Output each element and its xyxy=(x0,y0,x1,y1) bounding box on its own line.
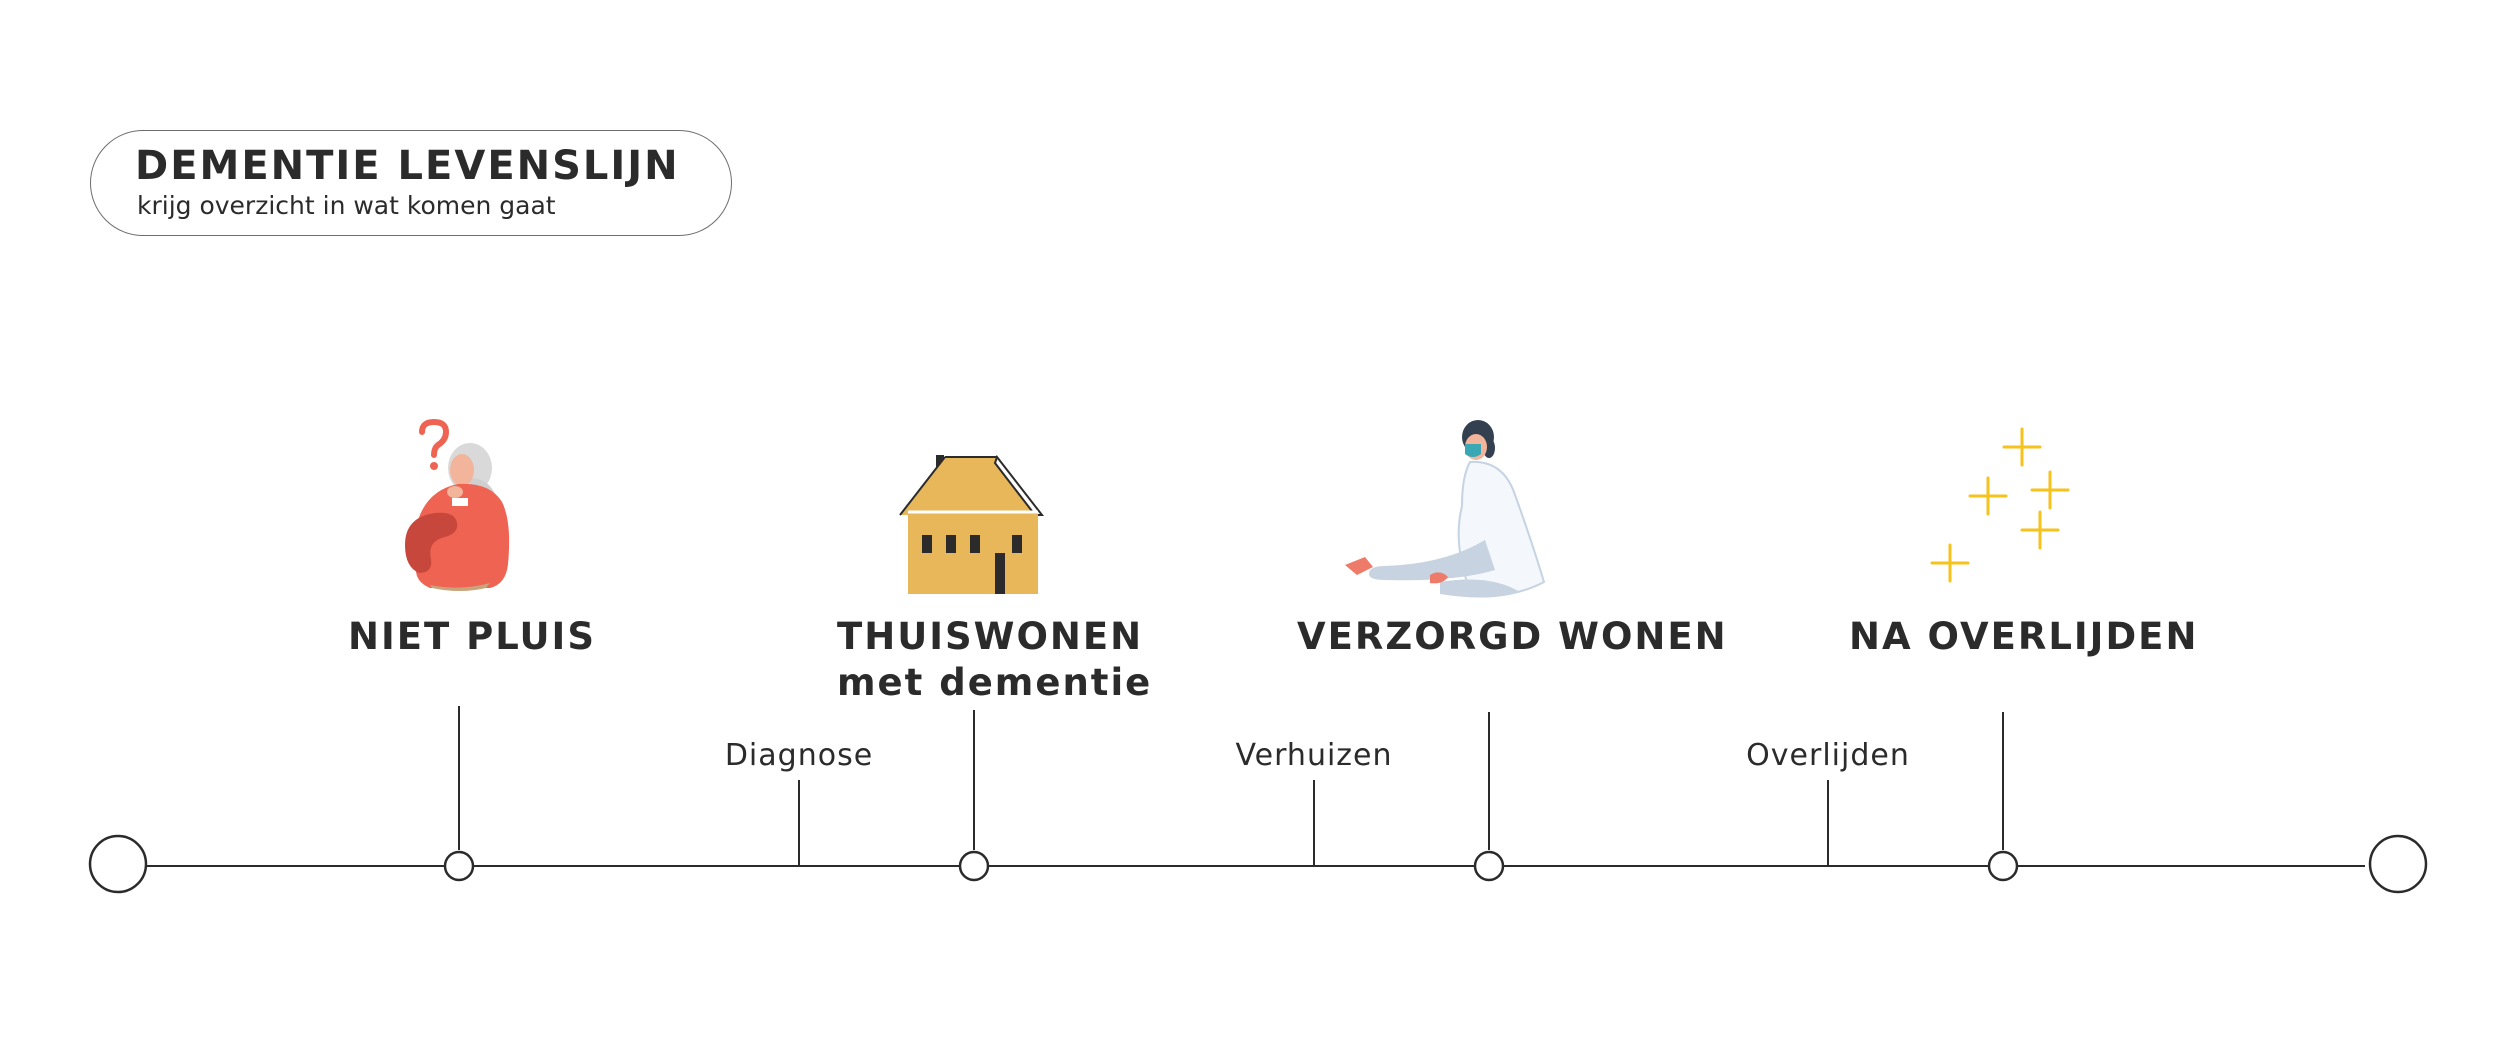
confused-woman-icon xyxy=(405,422,509,591)
phase-label-thuiswonen: THUISWONEN met dementie xyxy=(837,614,1152,706)
phase-label-line1: NIET PLUIS xyxy=(348,615,596,658)
phase-label-line1: THUISWONEN xyxy=(837,614,1152,660)
house-icon xyxy=(900,455,1042,594)
phase-label-line1: NA OVERLIJDEN xyxy=(1849,615,2198,658)
event-label-diagnose: Diagnose xyxy=(725,738,873,773)
phase-label-line1: VERZORGD WONEN xyxy=(1297,615,1728,658)
phase-label-na-overlijden: NA OVERLIJDEN xyxy=(1849,614,2198,660)
event-label-verhuizen: Verhuizen xyxy=(1235,738,1392,773)
phase-label-line2: met dementie xyxy=(837,660,1152,706)
phase-label-niet-pluis: NIET PLUIS xyxy=(348,614,596,660)
phase-label-verzorgd-wonen: VERZORGD WONEN xyxy=(1297,614,1728,660)
sparkles-icon xyxy=(1932,429,2068,581)
event-label-overlijden: Overlijden xyxy=(1746,738,1910,773)
caregiver-icon xyxy=(1345,420,1544,598)
